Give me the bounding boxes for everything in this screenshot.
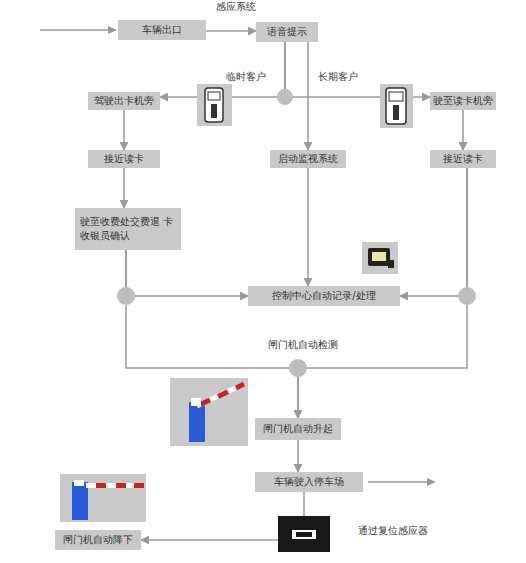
flow-connector bbox=[123, 110, 125, 150]
process-box: 接近读卡 bbox=[88, 150, 160, 168]
edge-label: 临时客户 bbox=[226, 70, 266, 84]
flow-connector bbox=[285, 42, 430, 97]
ticket-machine bbox=[197, 84, 232, 126]
node-text: 车辆驶入停车场 bbox=[274, 475, 344, 489]
flow-connector bbox=[126, 250, 298, 418]
junction-dot bbox=[117, 287, 135, 305]
reset-sensor bbox=[278, 516, 330, 552]
system-label: 感应系统 bbox=[216, 0, 256, 14]
check-label: 闸门机自动检测 bbox=[268, 338, 338, 352]
node-text: 驶至读卡机旁 bbox=[433, 94, 493, 108]
process-box: 接近读卡 bbox=[430, 150, 496, 168]
junction-dot bbox=[277, 89, 293, 105]
flow-connector bbox=[400, 168, 467, 296]
control-box: 控制中心自动记录/处理 bbox=[248, 286, 400, 306]
flow-connector bbox=[307, 42, 309, 150]
node-text: 闸门机自动降下 bbox=[63, 533, 133, 547]
process-box: 车辆驶入停车场 bbox=[255, 472, 363, 492]
junction-dot bbox=[289, 359, 307, 377]
entry-arrow bbox=[40, 26, 117, 34]
process-box: 驾驶出卡机旁 bbox=[88, 92, 160, 110]
card-reader bbox=[380, 84, 413, 128]
node-text: 接近读卡 bbox=[104, 152, 144, 166]
barrier-down bbox=[60, 474, 146, 522]
node-text: 控制中心自动记录/处理 bbox=[272, 289, 375, 303]
sensor-label: 通过复位感应器 bbox=[358, 524, 428, 538]
flow-connector bbox=[123, 168, 125, 208]
node-text: 闸门机自动升起 bbox=[263, 422, 333, 436]
process-box: 驶至收费处交费退 卡收银员确认 bbox=[75, 208, 181, 250]
node-text: 启动监视系统 bbox=[278, 152, 338, 166]
flow-connector bbox=[462, 110, 464, 150]
node-text: 驾驶出卡机旁 bbox=[94, 94, 154, 108]
flow-connector bbox=[160, 42, 285, 97]
process-box: 语音提示 bbox=[256, 22, 318, 42]
flow-connector bbox=[206, 30, 256, 32]
flow-connector bbox=[126, 250, 248, 296]
entry-box: 车辆出口 bbox=[118, 20, 206, 40]
flow-connector bbox=[141, 492, 304, 540]
flow-connector bbox=[307, 168, 309, 286]
process-box: 驶至读卡机旁 bbox=[430, 92, 496, 110]
exit-arrow bbox=[368, 478, 436, 486]
barrier-up bbox=[170, 378, 248, 446]
process-box: 启动监视系统 bbox=[270, 150, 346, 168]
process-box: 闸门机自动升起 bbox=[255, 418, 341, 440]
edge-label: 长期客户 bbox=[318, 70, 358, 84]
junction-dot bbox=[458, 287, 476, 305]
node-text: 接近读卡 bbox=[443, 152, 483, 166]
node-text: 车辆出口 bbox=[142, 23, 182, 37]
process-box: 闸门机自动降下 bbox=[55, 530, 141, 550]
flow-connector bbox=[297, 440, 299, 472]
node-text: 语音提示 bbox=[267, 25, 307, 39]
flow-connector bbox=[298, 168, 467, 418]
node-text: 驶至收费处交费退 卡收银员确认 bbox=[80, 215, 176, 243]
computer-icon bbox=[362, 242, 398, 274]
